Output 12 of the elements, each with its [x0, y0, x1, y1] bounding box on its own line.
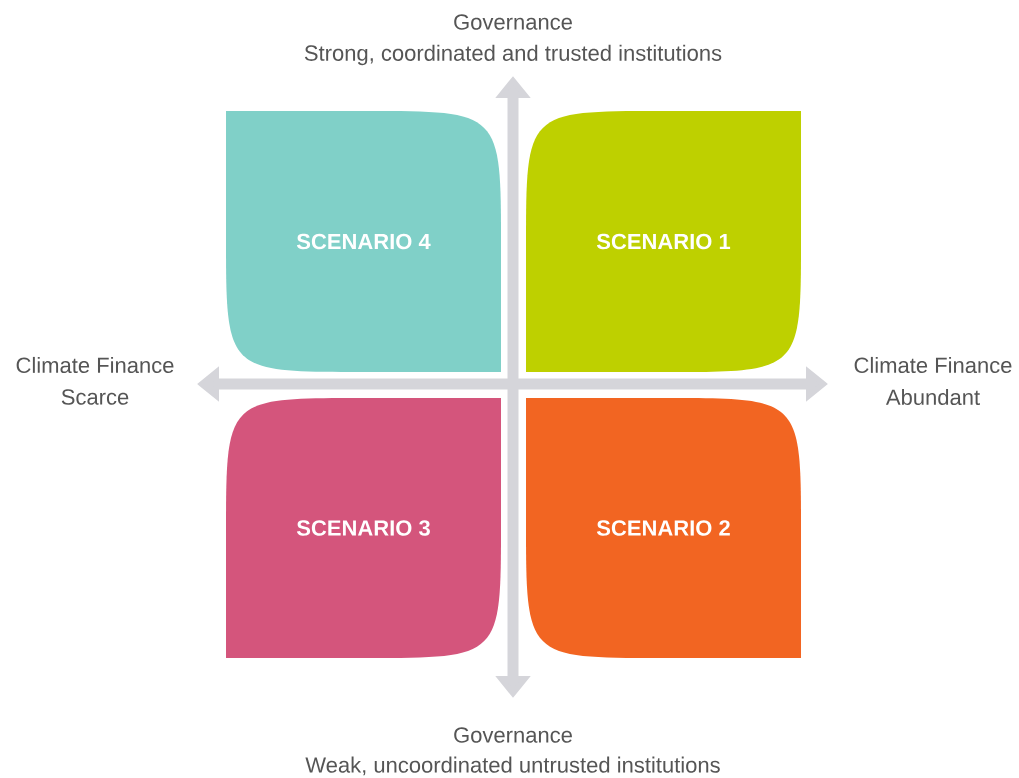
scenario-leaf: SCENARIO 1 [526, 111, 801, 372]
scenario-leaf: SCENARIO 2 [526, 398, 801, 658]
axis-label: Scarce [61, 389, 129, 405]
scenario-leaf: SCENARIO 3 [226, 398, 501, 658]
axis-label: Climate Finance [854, 356, 1012, 374]
axis-label: Abundant [885, 388, 980, 406]
axis-label: Strong, coordinated and trusted institutions [304, 44, 722, 66]
axis-label: Governance [454, 14, 572, 30]
scenario-leaf: SCENARIO 4 [226, 111, 501, 372]
axis-label: Weak, uncoordinated untrusted institutions [305, 756, 720, 776]
axis-label: Climate Finance [16, 356, 174, 374]
axis-label: Governance [454, 727, 572, 743]
